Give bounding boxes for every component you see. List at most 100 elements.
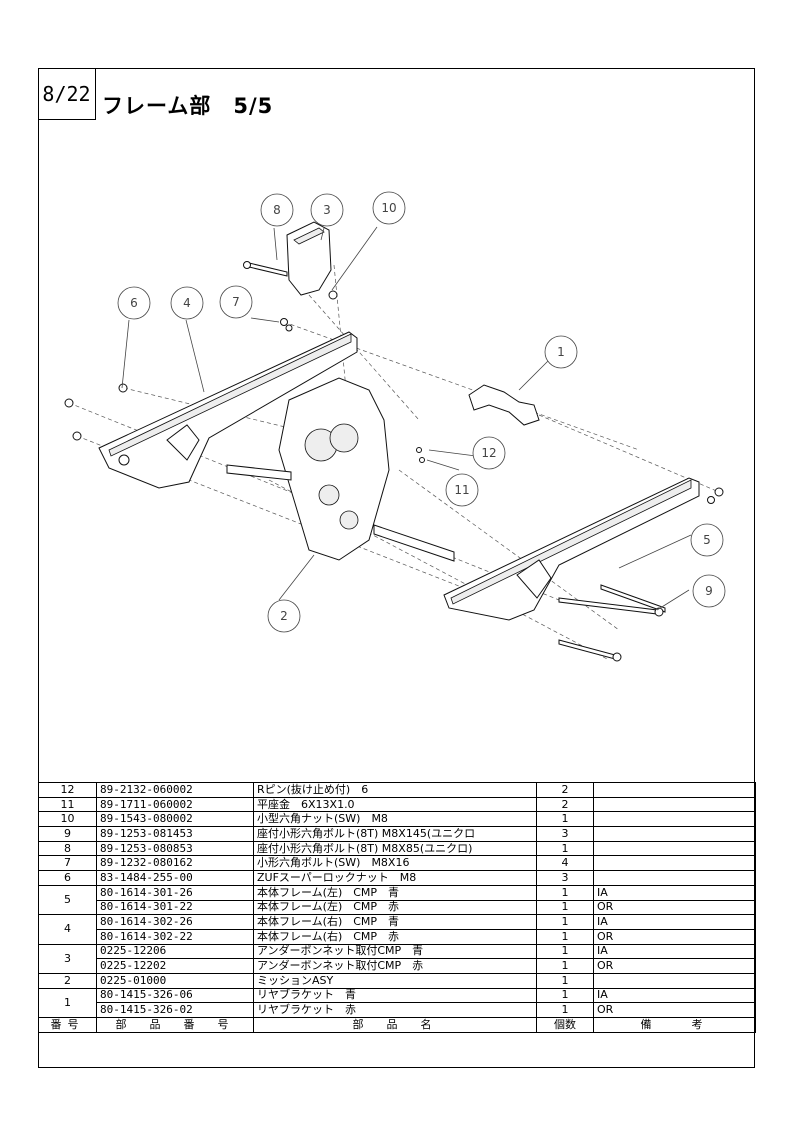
page-frame: [38, 68, 755, 1068]
cell-remarks: IA: [593, 884, 756, 901]
svg-text:6: 6: [130, 296, 138, 310]
parts-table-header: 番号 部 品 番 号 部 品 名 個数 備 考: [38, 1017, 756, 1033]
cell-part-name: ZUFスーパーロックナット M8: [253, 870, 537, 886]
cell-no: 4: [38, 914, 97, 945]
cell-qty: 1: [536, 943, 594, 960]
cell-part-name: 本体フレーム(左) CMP 青: [253, 884, 537, 901]
callout-8: 8: [260, 193, 294, 227]
cell-no: 6: [38, 870, 97, 886]
cell-part-name: 本体フレーム(右) CMP 青: [253, 914, 537, 930]
cell-part-name: 小型六角ナット(SW) M8: [253, 811, 537, 828]
cell-no: 8: [38, 840, 97, 857]
cell-qty: 1: [536, 958, 594, 974]
callout-3: 3: [310, 193, 344, 227]
cell-remarks: [593, 811, 756, 828]
callout-1: 1: [544, 335, 578, 369]
cell-part-number: 89-1232-080162: [96, 855, 254, 872]
cell-remarks: IA: [593, 987, 756, 1004]
cell-part-number: 80-1614-301-26: [96, 884, 254, 901]
leader-lines: [121, 226, 692, 611]
cell-part-name: 座付小形六角ボルト(8T) M8X145(ユニクロ: [253, 826, 537, 842]
page-number: 8/22: [38, 68, 96, 120]
svg-text:12: 12: [481, 446, 496, 460]
cell-part-number: 0225-12202: [96, 958, 254, 974]
svg-text:7: 7: [232, 295, 240, 309]
callout-5: 5: [690, 523, 724, 557]
cell-remarks: OR: [593, 899, 756, 916]
cell-part-number: 89-2132-060002: [96, 782, 254, 798]
cell-part-name: アンダーボンネット取付CMP 赤: [253, 958, 537, 974]
cell-part-number: 80-1614-302-26: [96, 914, 254, 930]
cell-remarks: [593, 855, 756, 872]
callout-10: 10: [372, 191, 406, 225]
frame-right: [443, 477, 700, 621]
cell-part-number: 0225-01000: [96, 972, 254, 989]
callout-7: 7: [219, 285, 253, 319]
svg-text:2: 2: [280, 609, 288, 623]
cell-part-number: 80-1614-301-22: [96, 899, 254, 916]
callout-9: 9: [692, 574, 726, 608]
cell-part-number: 80-1415-326-02: [96, 1002, 254, 1018]
header-no: 番号: [38, 1017, 97, 1033]
cell-remarks: [593, 826, 756, 842]
cell-part-name: リヤブラケット 赤: [253, 1002, 537, 1018]
cell-remarks: [593, 840, 756, 857]
cell-part-name: リヤブラケット 青: [253, 987, 537, 1004]
transmission-assy: [226, 377, 455, 562]
cell-qty: 1: [536, 928, 594, 945]
svg-text:8: 8: [273, 203, 281, 217]
under-bonnet-mount: [286, 221, 332, 296]
callout-12: 12: [472, 436, 506, 470]
svg-text:11: 11: [454, 483, 469, 497]
cell-no: 9: [38, 826, 97, 842]
cell-no: 5: [38, 884, 97, 916]
header-remarks: 備 考: [593, 1017, 756, 1033]
exploded-parts-diagram: 8 3 10 6 4 7 1 12 11 2 5 9: [64, 191, 726, 662]
cell-no: 11: [38, 796, 97, 813]
cell-part-name: 本体フレーム(右) CMP 赤: [253, 928, 537, 945]
cell-qty: 1: [536, 1002, 594, 1018]
cell-remarks: OR: [593, 1002, 756, 1018]
header-part-number: 部 品 番 号: [96, 1017, 254, 1033]
fasteners: [64, 261, 724, 662]
page-title: フレーム部 5/5: [102, 94, 274, 118]
svg-text:5: 5: [703, 533, 711, 547]
cell-no: 3: [38, 943, 97, 974]
cell-qty: 4: [536, 855, 594, 872]
cell-part-name: Rピン(抜け止め付) 6: [253, 782, 537, 798]
cell-qty: 1: [536, 914, 594, 930]
cell-part-name: ミッションASY: [253, 972, 537, 989]
cell-part-number: 89-1253-081453: [96, 826, 254, 842]
cell-no: 2: [38, 972, 97, 989]
svg-text:9: 9: [705, 584, 713, 598]
cell-part-number: 80-1415-326-06: [96, 987, 254, 1004]
cell-no: 12: [38, 782, 97, 798]
cell-qty: 3: [536, 826, 594, 842]
cell-part-number: 83-1484-255-00: [96, 870, 254, 886]
svg-text:10: 10: [381, 201, 396, 215]
cell-remarks: IA: [593, 914, 756, 930]
cell-part-number: 89-1543-080002: [96, 811, 254, 828]
cell-remarks: IA: [593, 943, 756, 960]
cell-part-name: 平座金 6X13X1.0: [253, 796, 537, 813]
cell-remarks: [593, 870, 756, 886]
callout-2: 2: [267, 599, 301, 633]
svg-text:3: 3: [323, 203, 331, 217]
cell-part-name: 本体フレーム(左) CMP 赤: [253, 899, 537, 916]
svg-text:4: 4: [183, 296, 191, 310]
cell-qty: 1: [536, 987, 594, 1004]
